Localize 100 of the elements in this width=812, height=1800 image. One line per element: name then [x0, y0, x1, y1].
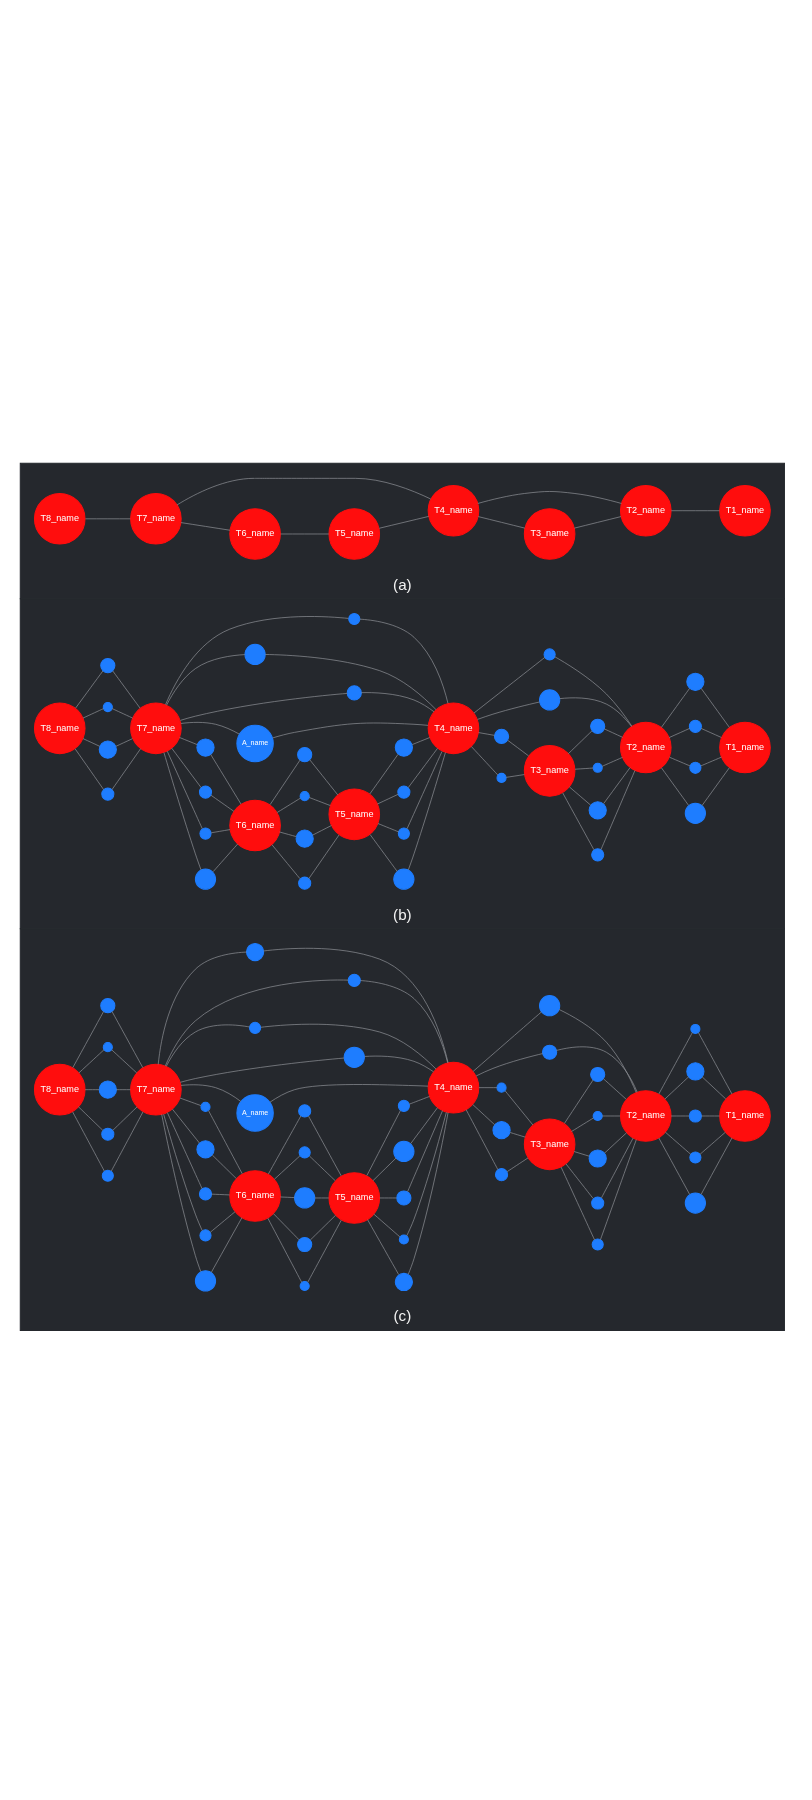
node-circle — [397, 827, 410, 840]
connector — [604, 728, 623, 738]
connector — [309, 758, 339, 795]
connector — [267, 1217, 303, 1283]
node-circle — [496, 1082, 507, 1093]
connector — [111, 707, 133, 718]
node-circle — [347, 973, 361, 987]
connector — [210, 794, 235, 812]
connector — [361, 691, 435, 712]
node-circle — [295, 829, 314, 848]
node-circle: T4_name — [427, 702, 480, 754]
connector — [472, 1103, 496, 1125]
connector — [573, 1150, 590, 1157]
node-circle: T6_name — [229, 799, 281, 851]
connector — [165, 1024, 250, 1067]
connector — [603, 766, 631, 804]
node-circle — [100, 997, 116, 1013]
connector — [574, 515, 622, 528]
connector — [85, 517, 131, 519]
connector — [600, 1138, 637, 1240]
node-circle: T1_name — [719, 1089, 771, 1142]
connector — [75, 670, 104, 708]
node-circle — [298, 1103, 312, 1117]
node-circle — [297, 1236, 313, 1252]
connector — [308, 834, 340, 879]
node-circle — [394, 1272, 413, 1291]
node-circle: T7_name — [130, 702, 182, 754]
node-circle — [198, 785, 213, 799]
node-circle: T8_name — [33, 492, 86, 545]
connector — [268, 1115, 302, 1174]
connector — [670, 1115, 690, 1116]
connector — [700, 727, 722, 738]
node-circle — [684, 1191, 706, 1214]
connector — [556, 1046, 638, 1092]
node-circle — [494, 1167, 509, 1181]
connector — [554, 655, 633, 727]
connector — [603, 1078, 627, 1100]
node-circle — [689, 1150, 702, 1164]
connector — [172, 1108, 200, 1143]
connector — [562, 792, 595, 850]
connector — [664, 1131, 692, 1155]
node-circle — [398, 1233, 409, 1245]
connector — [378, 515, 430, 529]
connector — [701, 1115, 720, 1116]
connector — [165, 979, 349, 1066]
connector — [265, 653, 437, 710]
node-circle — [346, 684, 362, 700]
connector — [273, 1212, 300, 1240]
node-circle: T5_name — [328, 1171, 381, 1224]
node-circle — [198, 1186, 213, 1200]
connector — [377, 793, 399, 804]
connector — [360, 979, 449, 1063]
connector — [111, 747, 142, 790]
connector — [72, 1010, 104, 1068]
connector — [574, 767, 594, 770]
connector — [407, 1111, 449, 1275]
connector — [209, 1210, 236, 1233]
connector — [116, 1088, 131, 1090]
connector — [72, 1110, 105, 1171]
connector — [274, 1155, 301, 1180]
connector — [167, 1111, 203, 1189]
connector — [700, 756, 722, 766]
connector — [280, 533, 330, 534]
connector — [166, 750, 203, 829]
connector — [505, 773, 525, 778]
connector — [571, 1117, 594, 1132]
connector — [364, 1055, 434, 1072]
node-circle — [492, 1120, 511, 1139]
connector — [308, 796, 331, 806]
node-circle — [200, 1101, 211, 1112]
connector — [260, 1023, 437, 1069]
connector — [604, 1131, 627, 1153]
connector — [112, 670, 141, 709]
connector — [369, 753, 399, 794]
node-circle — [688, 719, 702, 733]
connector — [408, 1095, 430, 1105]
connector — [359, 618, 449, 704]
connector — [111, 1010, 144, 1068]
connector — [410, 1106, 438, 1144]
connector — [658, 1137, 691, 1195]
connector — [163, 751, 202, 870]
connector — [475, 1052, 543, 1076]
connector — [478, 731, 495, 736]
node-circle — [591, 1237, 604, 1251]
connector — [366, 1109, 401, 1176]
node-circle — [689, 761, 702, 774]
connector — [407, 1109, 443, 1192]
node-circle — [592, 1110, 603, 1121]
connector — [180, 1057, 345, 1083]
connector — [180, 1083, 242, 1102]
node-circle — [539, 688, 561, 711]
connector — [670, 509, 720, 511]
connector — [471, 745, 499, 775]
node-circle: A_name — [236, 1093, 274, 1132]
node-circle — [199, 1228, 212, 1241]
connector — [157, 951, 247, 1065]
node-circle — [102, 701, 113, 712]
node-circle: T2_name — [619, 484, 672, 537]
connector — [559, 696, 632, 727]
connector — [111, 1049, 138, 1073]
